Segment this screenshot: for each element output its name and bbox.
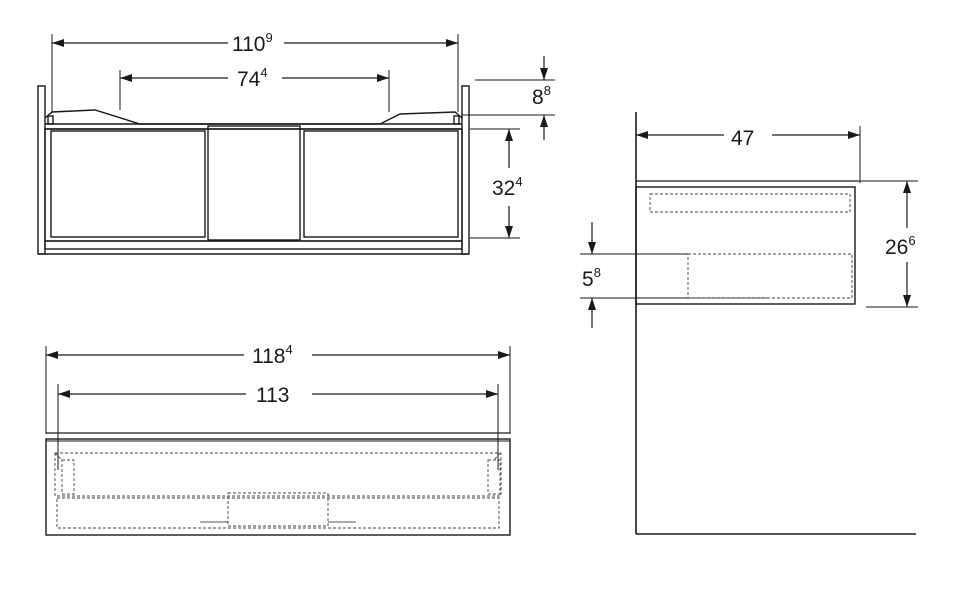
- dim-main: 5: [582, 268, 594, 291]
- drawer-profile-lower: [687, 253, 853, 299]
- dim-sup: 8: [594, 265, 601, 280]
- dim-top-inner-width: 113: [57, 384, 499, 470]
- drawer-outline-upper: [54, 452, 502, 497]
- dim-front-width: 1109: [51, 30, 459, 112]
- dim-sup: 4: [260, 65, 267, 80]
- dim-side-height: 266: [858, 180, 918, 308]
- dim-sup: 9: [265, 30, 272, 45]
- svg-text:324: 324: [492, 174, 523, 200]
- handle-recess: [227, 492, 329, 527]
- svg-text:744: 744: [237, 65, 268, 91]
- plinth: [44, 240, 463, 250]
- dim-main: 8: [532, 86, 544, 109]
- dim-side-bottom-gap: 58: [580, 222, 688, 328]
- dim-main: 110: [232, 33, 265, 56]
- dim-sup: 4: [515, 174, 522, 189]
- dim-sup: 4: [285, 342, 292, 357]
- svg-text:88: 88: [532, 83, 551, 109]
- dim-side-depth: 47: [636, 126, 861, 183]
- right-wall-rail: [461, 85, 470, 255]
- drawer-left: [50, 130, 206, 238]
- dim-top-outer-width: 1184: [45, 342, 511, 434]
- svg-text:1184: 1184: [252, 342, 293, 368]
- countertop-outline: [44, 109, 463, 125]
- drawer-right: [303, 130, 459, 238]
- dim-main: 26: [885, 236, 908, 259]
- svg-text:113: 113: [256, 384, 289, 407]
- dim-front-height: 324: [470, 128, 523, 239]
- svg-text:47: 47: [731, 127, 754, 150]
- svg-text:266: 266: [885, 233, 916, 259]
- cabinet-body: [44, 128, 463, 242]
- dim-main: 118: [252, 345, 285, 368]
- cabinet-profile: [635, 186, 856, 305]
- side-view: [635, 112, 916, 535]
- dim-front-top-offset: 88: [462, 56, 555, 140]
- dim-front-inner-width: 744: [119, 65, 390, 112]
- top-view: [45, 432, 511, 536]
- dim-main: 113: [256, 384, 289, 407]
- drawer-middle: [207, 125, 301, 241]
- dim-main: 32: [492, 177, 515, 200]
- front-view: [37, 85, 470, 255]
- dim-sup: 8: [544, 83, 551, 98]
- drawer-profile-upper: [649, 193, 851, 213]
- dim-main: 74: [237, 68, 261, 91]
- svg-text:1109: 1109: [232, 30, 273, 56]
- dim-main: 47: [731, 127, 754, 150]
- left-wall-rail: [37, 85, 46, 255]
- drawer-outline-lower: [56, 497, 500, 529]
- top-outline: [45, 438, 511, 536]
- svg-text:58: 58: [582, 265, 601, 291]
- dim-sup: 6: [908, 233, 915, 248]
